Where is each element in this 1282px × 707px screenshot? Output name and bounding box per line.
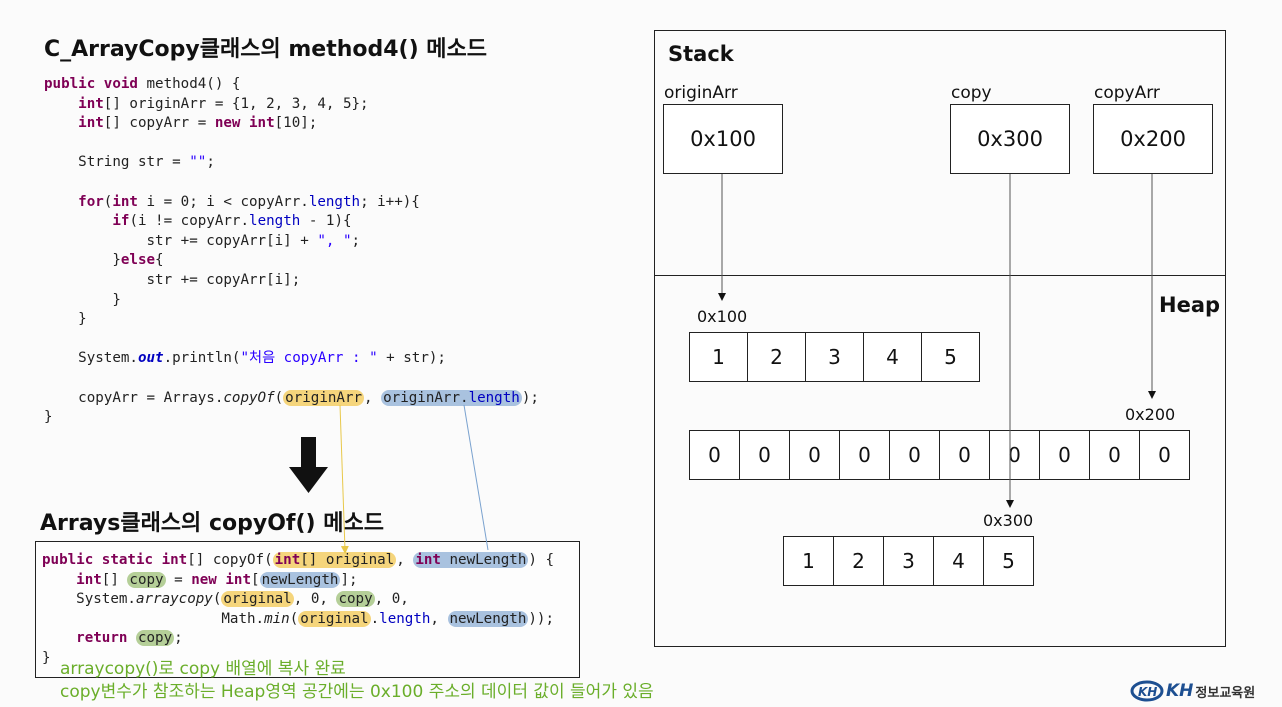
kh-logo-text: 정보교육원: [1195, 685, 1256, 701]
kh-logo-mark-icon: KH: [1130, 680, 1164, 702]
heap-cell: 0: [989, 430, 1040, 480]
heap-cell: 5: [983, 536, 1034, 586]
copyof-title: Arrays클래스의 copyOf() 메소드: [40, 511, 384, 536]
heap-cell: 4: [863, 332, 922, 382]
note-line-2: copy변수가 참조하는 Heap영역 공간에는 0x100 주소의 데이터 값…: [60, 682, 654, 702]
kh-logo-mark: KH: [1166, 681, 1194, 701]
heap-cell: 0: [939, 430, 990, 480]
stack-box-originarr: 0x100: [663, 104, 783, 174]
heap-address-0x300: 0x300: [983, 511, 1034, 530]
heap-cell: 1: [783, 536, 834, 586]
kh-logo: KH KH 정보교육원: [1130, 680, 1255, 702]
note-line-1: arraycopy()로 copy 배열에 복사 완료: [60, 659, 346, 679]
heap-cell: 0: [789, 430, 840, 480]
heap-label: Heap: [1159, 293, 1221, 317]
stack-box-copy: 0x300: [950, 104, 1070, 174]
heap-address-0x100: 0x100: [697, 307, 748, 326]
heap-cell: 0: [739, 430, 790, 480]
heap-cell: 2: [833, 536, 884, 586]
stack-box-copyarr: 0x200: [1093, 104, 1213, 174]
heap-cell: 0: [1039, 430, 1090, 480]
heap-cell: 3: [883, 536, 934, 586]
memory-panel: [654, 30, 1226, 647]
method4-code: public void method4() { int[] originArr …: [44, 76, 539, 426]
heap-address-0x200: 0x200: [1125, 405, 1176, 424]
heap-cell: 2: [747, 332, 806, 382]
method4-title: C_ArrayCopy클래스의 method4() 메소드: [44, 37, 488, 62]
var-label-copy: copy: [951, 83, 992, 103]
stack-heap-divider: [654, 275, 1226, 276]
svg-text:KH: KH: [1138, 685, 1157, 699]
heap-cell: 5: [921, 332, 980, 382]
heap-cell: 3: [805, 332, 864, 382]
copyof-code: public static int[] copyOf(int[] origina…: [42, 552, 554, 666]
heap-cell: 0: [839, 430, 890, 480]
heap-cell: 1: [689, 332, 748, 382]
var-label-copyarr: copyArr: [1094, 83, 1160, 103]
heap-cell: 0: [1089, 430, 1140, 480]
heap-cell: 0: [1139, 430, 1190, 480]
var-label-originarr: originArr: [664, 83, 738, 103]
stack-label: Stack: [668, 42, 734, 66]
heap-cell: 0: [689, 430, 740, 480]
heap-cell: 0: [889, 430, 940, 480]
heap-cell: 4: [933, 536, 984, 586]
